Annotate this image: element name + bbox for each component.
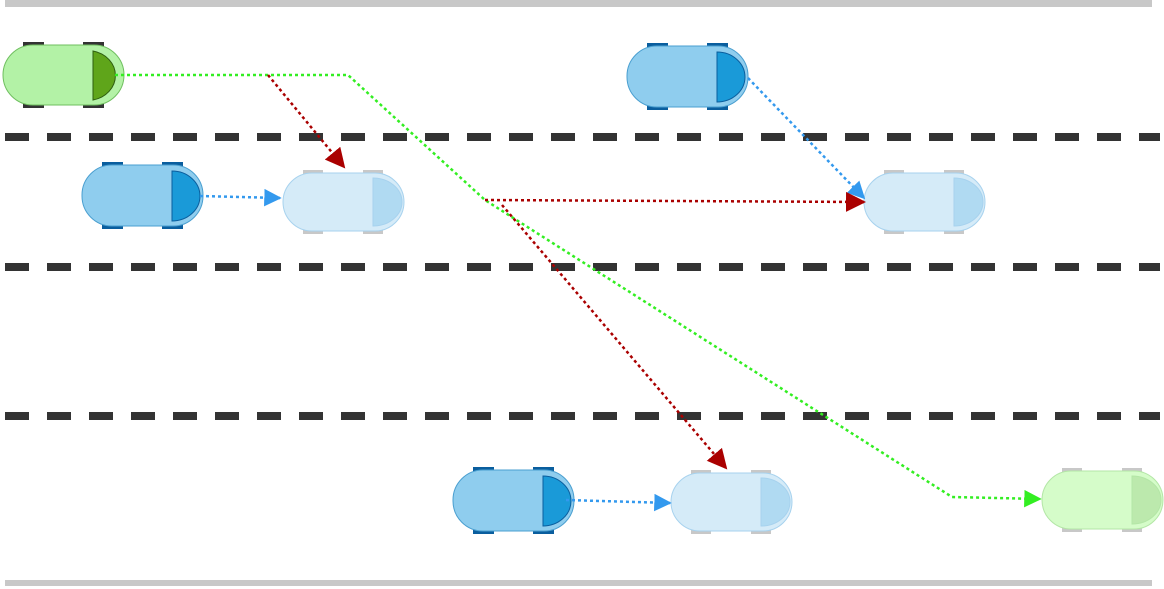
road-edge-top bbox=[5, 0, 1152, 7]
ego-vehicle bbox=[2, 42, 125, 108]
car-b-predicted-path bbox=[747, 77, 866, 200]
ego-future bbox=[1041, 468, 1164, 532]
car-b bbox=[626, 43, 749, 110]
interaction-branch-1 bbox=[267, 74, 346, 169]
car-a-future bbox=[282, 170, 405, 234]
car-c-predicted-path bbox=[565, 493, 672, 512]
car-c bbox=[452, 467, 575, 534]
interaction-branch-3 bbox=[501, 204, 728, 470]
car-b-future bbox=[863, 170, 986, 234]
car-a-predicted-path bbox=[199, 188, 282, 207]
car-c-future bbox=[670, 470, 793, 534]
interaction-branch-2 bbox=[484, 191, 866, 212]
car-a bbox=[81, 162, 204, 229]
road-edge-bottom bbox=[5, 580, 1152, 586]
